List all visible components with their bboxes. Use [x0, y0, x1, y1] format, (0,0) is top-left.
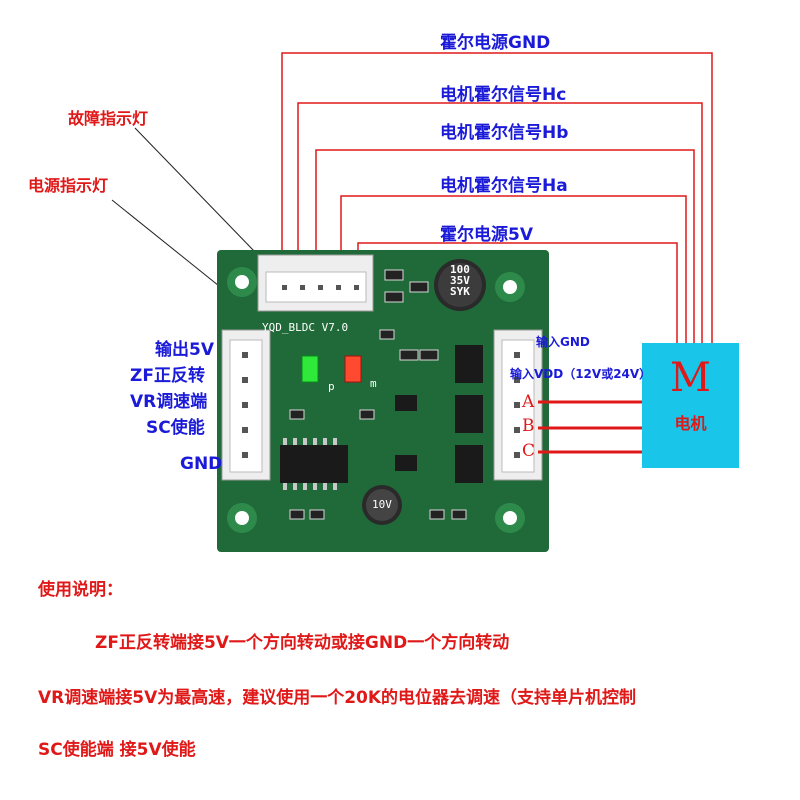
- label-hall-hb: 电机霍尔信号Hb: [440, 123, 569, 143]
- label-in-vdd: 输入VDD（12V或24V）: [510, 367, 652, 381]
- small-capacitor: [362, 485, 402, 525]
- motor-phase-wires: [538, 400, 645, 454]
- right-connector: [493, 329, 543, 481]
- label-phase-c: C: [522, 441, 536, 461]
- label-fault-indicator: 故障指示灯: [68, 109, 149, 128]
- label-power-indicator: 电源指示灯: [28, 176, 109, 195]
- instructions-title: 使用说明：: [38, 580, 123, 600]
- motor-letter: M: [670, 355, 711, 401]
- label-gnd: GND: [180, 454, 223, 474]
- label-vr: VR调速端: [130, 392, 208, 412]
- small-cap-label: 10V: [372, 498, 392, 511]
- label-hall-hc: 电机霍尔信号Hc: [440, 85, 567, 105]
- wire-hall-hb: [315, 149, 695, 345]
- board-mark-m: m: [370, 377, 377, 390]
- big-cap-line-1: 100: [450, 263, 470, 276]
- label-sc: SC使能: [146, 418, 205, 438]
- label-hall-gnd: 霍尔电源GND: [440, 33, 551, 53]
- board-model: YQD_BLDC V7.0: [262, 321, 349, 334]
- label-in-gnd: 输入GND: [536, 335, 590, 349]
- wire-hall-5v: [357, 242, 678, 345]
- wire-hall-ha: [340, 195, 687, 345]
- ic-pins: [283, 438, 337, 490]
- fault-led: [344, 355, 362, 383]
- instructions-line-3: SC使能端 接5V使能: [38, 740, 196, 760]
- big-cap-line-3: SYK: [450, 285, 470, 298]
- board-mark-p: p: [328, 380, 335, 393]
- hall-connector: [257, 254, 374, 312]
- motor-label: 电机: [674, 414, 707, 433]
- smd-parts: [289, 269, 467, 520]
- motor-box: [642, 343, 739, 468]
- label-phase-a: A: [522, 392, 535, 412]
- wire-hall-hc: [297, 102, 703, 345]
- left-connector: [221, 329, 271, 481]
- label-hall-ha: 电机霍尔信号Ha: [440, 176, 568, 196]
- power-led: [301, 355, 319, 383]
- hall-wires: [281, 52, 713, 345]
- label-zf: ZF正反转: [130, 366, 205, 386]
- wire-hall-gnd: [281, 52, 713, 345]
- ic-chips: [280, 345, 483, 483]
- big-capacitor: [434, 259, 486, 311]
- label-out-5v: 输出5V: [155, 340, 214, 360]
- mounting-holes: [227, 267, 525, 533]
- instructions-line-1: ZF正反转端接5V一个方向转动或接GND一个方向转动: [95, 633, 510, 653]
- big-cap-label: 100 35V SYK: [450, 264, 470, 297]
- instructions-line-2: VR调速端接5V为最高速，建议使用一个20K的电位器去调速（支持单片机控制: [38, 688, 637, 708]
- label-phase-b: B: [522, 416, 535, 436]
- label-hall-5v: 霍尔电源5V: [440, 225, 533, 245]
- big-cap-line-2: 35V: [450, 274, 470, 287]
